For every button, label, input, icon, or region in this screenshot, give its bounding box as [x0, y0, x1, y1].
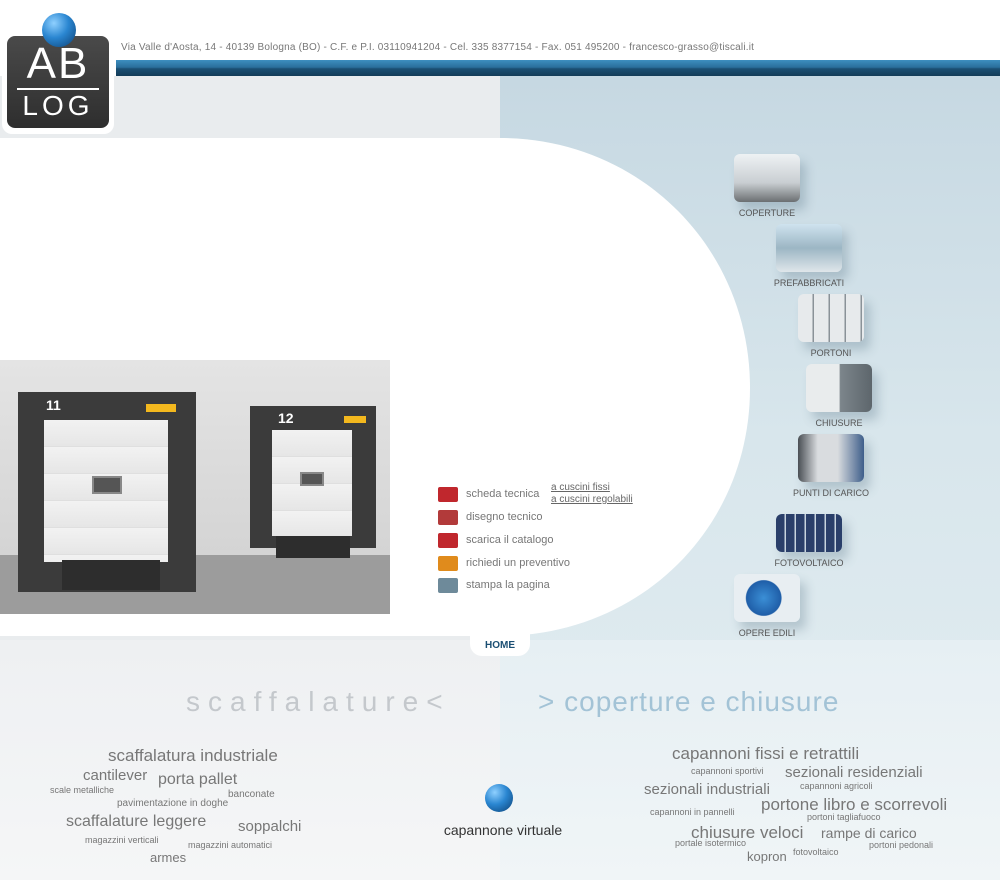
print-icon — [438, 578, 458, 593]
punti-di-carico-thumbnail — [798, 434, 864, 482]
tag-soppalchi[interactable]: soppalchi — [238, 818, 302, 835]
checkmark-icon — [438, 556, 458, 571]
dock-brand-left — [146, 404, 176, 412]
tag-portoni-tagliafuoco[interactable]: portoni tagliafuoco — [807, 812, 881, 822]
tag-pavimentazione[interactable]: pavimentazione in doghe — [117, 798, 229, 809]
logo-sphere-icon — [42, 13, 76, 47]
logo-divider — [17, 88, 99, 90]
home-tab — [470, 634, 530, 656]
nav-label-portoni: PORTONI — [810, 348, 852, 358]
tag-sezionali-residenziali[interactable]: sezionali residenziali — [785, 764, 923, 781]
quote-label: richiedi un preventivo — [466, 557, 570, 569]
print-label: stampa la pagina — [466, 579, 550, 591]
contact-info: Via Valle d'Aosta, 14 - 40139 Bologna (B… — [121, 42, 755, 53]
nav-label-opere-edili: OPERE EDILI — [738, 628, 796, 638]
section-title-coperture[interactable]: > coperture e chiusure — [538, 686, 840, 717]
nav-label-punti-di-carico: PUNTI DI CARICO — [792, 488, 869, 498]
tag-porta-pallet[interactable]: porta pallet — [158, 771, 238, 788]
logo-text-bottom: LOG — [22, 90, 94, 121]
tag-magazzini-automatici[interactable]: magazzini automatici — [188, 840, 273, 850]
right-bottom-background — [500, 640, 1000, 880]
coperture-thumbnail — [734, 154, 800, 202]
logo-box — [7, 36, 109, 128]
dock-number-left: 11 — [46, 397, 61, 413]
tag-portoni-pedonali[interactable]: portoni pedonali — [869, 840, 934, 850]
nav-item-punti-di-carico[interactable]: PUNTI DI CARICO — [793, 430, 944, 498]
nav-label-fotovoltaico: FOTOVOLTAICO — [774, 558, 844, 568]
chiusure-thumbnail — [806, 364, 872, 412]
header-bar — [116, 60, 1000, 76]
tag-cantilever[interactable]: cantilever — [83, 767, 148, 784]
tag-scaffalatura-industriale[interactable]: scaffalatura industriale — [108, 746, 278, 765]
nav-label-prefabbricati: PREFABBRICATI — [773, 278, 845, 288]
catalog-label: scarica il catalogo — [466, 534, 554, 546]
home-link[interactable]: HOME — [485, 640, 515, 651]
tag-sezionali-industriali[interactable]: sezionali industriali — [644, 781, 770, 798]
tag-banconate[interactable]: banconate — [228, 789, 275, 800]
nav-item-fotovoltaico[interactable]: FOTOVOLTAICO — [772, 500, 922, 568]
capannone-virtuale-link[interactable]: capannone virtuale — [436, 782, 570, 842]
category-nav: COPERTURE PREFABBRICATI PORTONI CHIUSURE… — [700, 150, 1000, 650]
tag-fotovoltaico[interactable]: fotovoltaico — [793, 847, 839, 857]
tag-scale-metalliche[interactable]: scale metalliche — [50, 785, 115, 795]
dock-window-left — [92, 476, 122, 494]
tech-sheet-link-adjustable[interactable]: a cuscini regolabili — [551, 494, 633, 505]
fotovoltaico-thumbnail — [776, 514, 842, 552]
drawing-label: disegno tecnico — [466, 511, 543, 523]
quote-action[interactable]: richiedi un preventivo — [438, 555, 658, 573]
nav-item-coperture[interactable]: COPERTURE — [730, 150, 880, 218]
tech-sheet-action: scheda tecnica a cuscini fissi a cuscini… — [438, 482, 658, 505]
dock-window-right — [300, 472, 324, 486]
tag-chiusure-veloci[interactable]: chiusure veloci — [691, 823, 804, 842]
nav-item-chiusure[interactable]: CHIUSURE — [802, 360, 952, 428]
tag-capannoni-fissi[interactable]: capannoni fissi e retrattili — [672, 744, 860, 763]
nav-item-portoni[interactable]: PORTONI — [794, 290, 944, 358]
section-title-scaffalature[interactable]: scaffalature< — [186, 686, 451, 717]
tag-armes[interactable]: armes — [150, 850, 187, 865]
dock-number-right: 12 — [278, 410, 294, 426]
logo-text-top: AB — [26, 39, 90, 88]
opere-edili-thumbnail — [734, 574, 800, 622]
nav-item-prefabbricati[interactable]: PREFABBRICATI — [772, 220, 922, 288]
site-logo[interactable]: AB LOG — [0, 10, 117, 134]
tag-scaffalature-leggere[interactable]: scaffalature leggere — [66, 813, 207, 830]
nav-item-opere-edili[interactable]: OPERE EDILI — [730, 570, 880, 638]
drawing-icon — [438, 510, 458, 525]
product-photo: 11 12 — [0, 360, 390, 614]
header: Via Valle d'Aosta, 14 - 40139 Bologna (B… — [0, 0, 1000, 76]
sphere-icon — [485, 784, 513, 812]
tag-rampe-di-carico[interactable]: rampe di carico — [821, 825, 917, 841]
print-action[interactable]: stampa la pagina — [438, 577, 658, 595]
dock-brand-right — [344, 416, 366, 423]
dock-leveler-right — [276, 536, 350, 558]
portoni-thumbnail — [798, 294, 864, 342]
document-icon — [438, 487, 458, 502]
left-bottom-background — [0, 640, 500, 880]
tag-capannoni-sportivi[interactable]: capannoni sportivi — [691, 766, 764, 776]
catalog-action[interactable]: scarica il catalogo — [438, 532, 658, 550]
tag-capannoni-in-pannelli[interactable]: capannoni in pannelli — [650, 807, 735, 817]
tech-sheet-label: scheda tecnica — [466, 488, 540, 500]
nav-label-coperture: COPERTURE — [738, 208, 796, 218]
tag-portone-libro[interactable]: portone libro e scorrevoli — [761, 795, 948, 814]
tag-capannoni-agricoli[interactable]: capannoni agricoli — [800, 781, 873, 791]
download-icon — [438, 533, 458, 548]
tech-sheet-link-fixed[interactable]: a cuscini fissi — [551, 482, 610, 493]
tag-magazzini-verticali[interactable]: magazzini verticali — [85, 835, 159, 845]
nav-label-chiusure: CHIUSURE — [815, 418, 863, 428]
dock-leveler-left — [62, 560, 160, 590]
drawing-action[interactable]: disegno tecnico — [438, 509, 658, 527]
tag-kopron[interactable]: kopron — [747, 849, 787, 864]
tag-portale-isotermico[interactable]: portale isotermico — [675, 838, 747, 848]
prefabbricati-thumbnail — [776, 224, 842, 272]
capannone-virtuale-label: capannone virtuale — [443, 822, 563, 838]
